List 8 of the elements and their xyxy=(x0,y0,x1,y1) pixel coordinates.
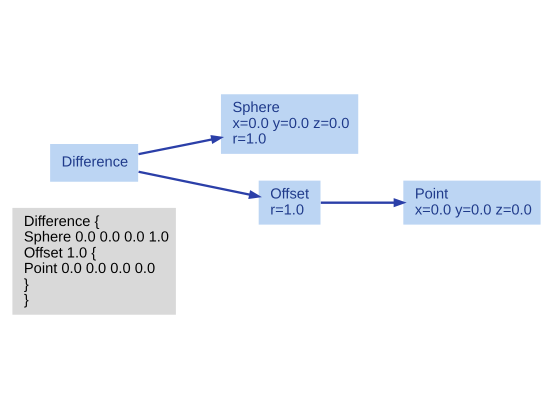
arrow xyxy=(138,170,262,199)
node-box: Sphere x=0.0 y=0.0 z=0.0 r=1.0 xyxy=(220,94,358,154)
node-box: Point x=0.0 y=0.0 z=0.0 xyxy=(403,180,541,224)
arrow xyxy=(320,198,407,207)
node-box: Offset r=1.0 xyxy=(258,180,321,224)
arrow xyxy=(138,134,224,155)
node-box: Difference xyxy=(50,143,138,182)
node-box: Difference { Sphere 0.0 0.0 0.0 1.0 Offset 1.0 { Point 0.0 0.0 0.0 0.0 } } xyxy=(12,207,176,314)
